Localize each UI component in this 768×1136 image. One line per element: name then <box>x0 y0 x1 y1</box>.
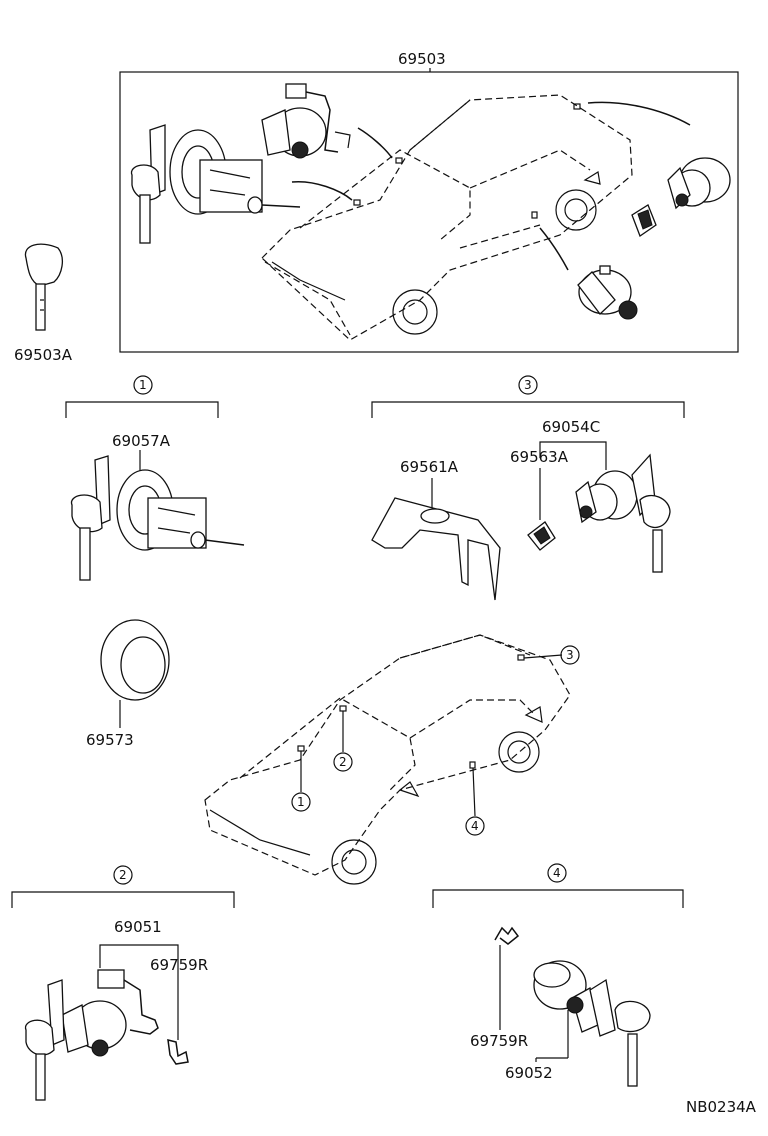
door-lock-right <box>533 960 651 1087</box>
label-main-assembly: 69503 <box>398 50 446 68</box>
trunk-pad <box>527 521 556 551</box>
label-trunk-lock-set: 69054C <box>542 418 600 436</box>
callout-1-header: 1 <box>65 375 219 418</box>
label-ignition-ring: 69573 <box>86 731 134 749</box>
assembly-frame <box>119 71 739 353</box>
ignition-ring <box>100 619 170 728</box>
svg-text:4: 4 <box>471 819 479 833</box>
callout-1: 1 <box>291 792 311 812</box>
label-key-blank: 69503A <box>14 346 73 364</box>
trunk-lock-top <box>631 157 731 238</box>
svg-text:3: 3 <box>566 648 574 662</box>
svg-text:1: 1 <box>139 378 147 392</box>
svg-text:4: 4 <box>553 866 561 880</box>
callout-4: 4 <box>465 816 485 836</box>
callout-4-header: 4 <box>432 863 684 908</box>
callout-3-header: 3 <box>371 375 685 418</box>
label-door-lock-left: 69051 <box>114 918 162 936</box>
svg-text:1: 1 <box>297 795 305 809</box>
label-trunk-pad: 69563A <box>510 448 569 466</box>
door-lock-left <box>24 969 159 1101</box>
key-blank <box>24 243 64 331</box>
car-top <box>261 94 691 341</box>
callout-2-header: 2 <box>11 865 235 908</box>
trunk-lock-assembly <box>575 453 671 573</box>
label-clip-right: 69759R <box>470 1032 528 1050</box>
label-door-lock-right: 69052 <box>505 1064 553 1082</box>
svg-text:2: 2 <box>339 755 347 769</box>
label-trunk-bracket: 69561A <box>400 458 459 476</box>
ignition-lock-top <box>130 124 301 244</box>
svg-text:2: 2 <box>119 868 127 882</box>
callout-3: 3 <box>560 645 580 665</box>
trunk-bracket <box>371 497 501 601</box>
clip-left <box>167 1039 189 1065</box>
svg-text:3: 3 <box>524 378 532 392</box>
door-lock-top <box>261 83 351 159</box>
label-ignition-cylinder: 69057A <box>112 432 171 450</box>
car-middle <box>204 634 571 885</box>
ignition-cylinder <box>70 455 245 581</box>
clip-right <box>494 926 520 1030</box>
diagram-code: NB0234A <box>686 1098 757 1116</box>
callout-2: 2 <box>333 752 353 772</box>
door-lock-box-bottom <box>577 265 638 320</box>
label-clip-left: 69759R <box>150 956 208 974</box>
